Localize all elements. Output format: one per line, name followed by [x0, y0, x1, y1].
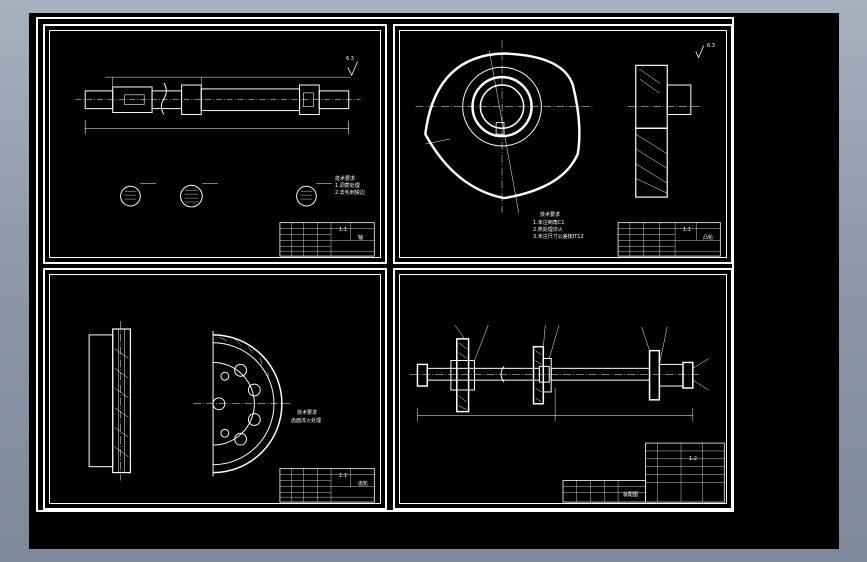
- assembly-titleblock-part: 装配图: [623, 492, 639, 498]
- panel-shaft-inner-border: [49, 30, 381, 258]
- gear-note-1: 齿面淬火处理: [291, 418, 322, 424]
- cam-drawing-graphics: [415, 39, 721, 257]
- shaft-titleblock-part: 轴: [358, 235, 364, 241]
- gear-notes-title: 技术要求: [297, 410, 318, 416]
- cam-titleblock-part: 凸轮: [703, 235, 714, 241]
- shaft-roughness-label: 6.3: [346, 56, 354, 62]
- panel-cam-inner-border: [399, 30, 727, 258]
- drawing-viewport[interactable]: 6.3 技术要求 1.调质处理 2.去毛刺锐边 1:1 轴: [29, 13, 839, 549]
- shaft-note-2: 2.去毛刺锐边: [335, 190, 365, 196]
- assembly-titleblock-ratio: 1:2: [689, 456, 698, 462]
- shaft-notes-title: 技术要求: [335, 176, 356, 182]
- gear-titleblock-ratio: 1:1: [339, 473, 348, 479]
- shaft-drawing-graphics: [75, 61, 375, 257]
- panel-assembly-drawing[interactable]: 1:2 装配图: [393, 268, 733, 510]
- shaft-titleblock-ratio: 1:1: [339, 227, 348, 233]
- cam-notes-title: 技术要求: [540, 212, 561, 218]
- cam-roughness-label: 6.3: [707, 43, 715, 49]
- cam-note-2: 2.热处理淬火: [533, 227, 563, 233]
- panel-assembly-inner-border: [399, 274, 727, 504]
- panel-shaft-drawing[interactable]: 6.3 技术要求 1.调质处理 2.去毛刺锐边 1:1 轴: [43, 24, 387, 264]
- cam-note-3: 3.未注尺寸公差按IT12: [533, 234, 584, 240]
- shaft-note-1: 1.调质处理: [335, 183, 360, 189]
- drawing-sheet-border: 6.3 技术要求 1.调质处理 2.去毛刺锐边 1:1 轴: [36, 17, 734, 512]
- gear-titleblock-part: 齿轮: [358, 481, 369, 487]
- cam-note-1: 1.未注倒角C1: [533, 220, 565, 226]
- gear-drawing-graphics: [88, 321, 375, 503]
- panel-gear-drawing[interactable]: 技术要求 齿面淬火处理 1:1 齿轮: [43, 268, 387, 510]
- assembly-drawing-graphics: [409, 324, 725, 503]
- panel-gear-inner-border: [49, 274, 381, 504]
- cam-titleblock-ratio: 1:1: [683, 227, 692, 233]
- panel-cam-drawing[interactable]: 6.3 技术要求 1.未注倒角C1 2.热处理淬火 3.未注尺寸公差按IT12 …: [393, 24, 733, 264]
